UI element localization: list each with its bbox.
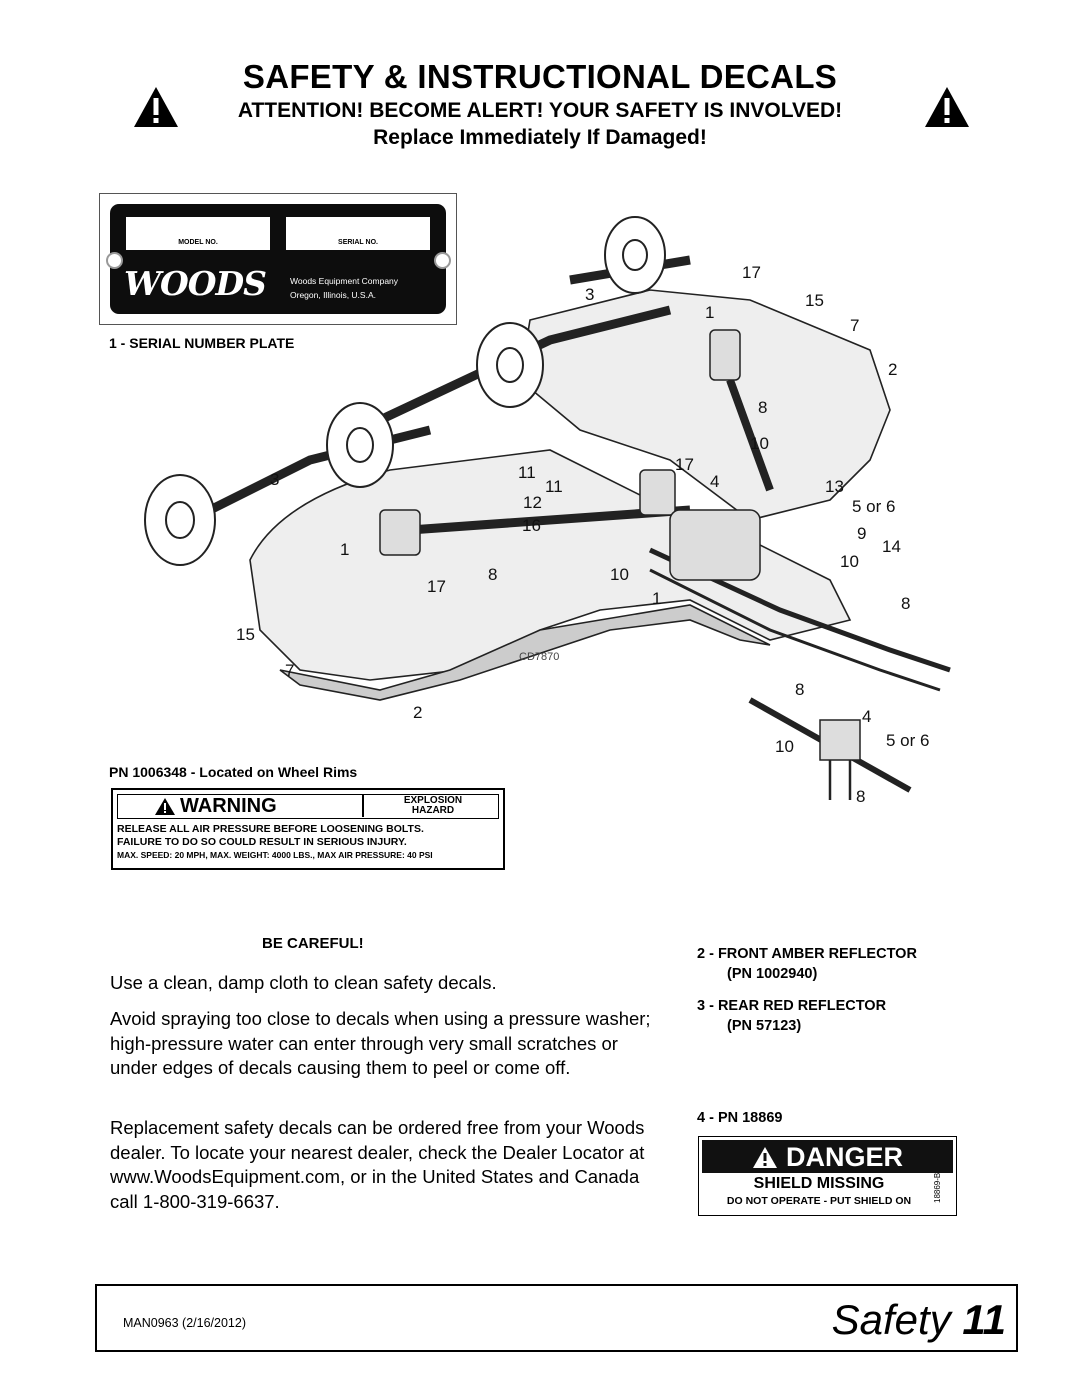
callout-label: 10	[775, 737, 794, 756]
manual-number: MAN0963 (2/16/2012)	[123, 1316, 246, 1330]
company-name: Woods Equipment Company	[290, 276, 399, 286]
callout-label: 12	[523, 493, 542, 512]
warning-message: RELEASE ALL AIR PRESSURE BEFORE LOOSENIN…	[117, 823, 499, 862]
rotary-cutter-drawing: 17 3 1 15 7 2 8 10 17 11 11 12 16 4 13 5…	[144, 216, 951, 806]
page-title: SAFETY & INSTRUCTIONAL DECALS	[242, 58, 838, 95]
callout-label: 15	[236, 625, 255, 644]
callout-label: 8	[488, 565, 497, 584]
callout-label: 3	[270, 470, 279, 489]
replace-heading: Replace Immediately If Damaged!	[373, 126, 707, 149]
serial-plate-frame	[99, 193, 457, 325]
paragraph-pressure-washer: Avoid spraying too close to decals when …	[110, 1008, 651, 1078]
mounting-hole	[106, 252, 123, 269]
callout-label: 16	[522, 516, 541, 535]
hazard-label: EXPLOSION HAZARD	[368, 796, 498, 816]
callout-label: 10	[840, 552, 859, 571]
callout-label: 14	[882, 537, 901, 556]
decal-item-2: 2 - FRONT AMBER REFLECTOR (PN 1002940)	[697, 944, 917, 984]
danger-decal-code: 18869-B	[933, 1172, 942, 1203]
callout-label: 4	[862, 707, 871, 726]
danger-signal-word: DANGER	[785, 1142, 903, 1172]
decal-item-2-pn: (PN 1002940)	[727, 966, 818, 982]
serial-number-plate: MODEL NO. SERIAL NO. WOODS Woods Equipme…	[106, 204, 451, 314]
danger-header: DANGER	[702, 1140, 953, 1173]
model-no-field: MODEL NO.	[126, 217, 270, 250]
danger-triangle-icon	[752, 1147, 777, 1168]
drawing-id: CD7870	[519, 651, 560, 663]
be-careful-heading: BE CAREFUL!	[262, 935, 364, 952]
warning-header: WARNING EXPLOSION HAZARD	[117, 794, 499, 819]
warning-signal-word: WARNING	[180, 795, 277, 817]
company-info: Woods Equipment Company Oregon, Illinois…	[290, 274, 398, 302]
callout-label: 8	[901, 594, 910, 613]
section-name: Safety	[831, 1296, 951, 1343]
warning-line-3: MAX. SPEED: 20 MPH, MAX. WEIGHT: 4000 LB…	[117, 850, 433, 860]
callout-label: 11	[545, 477, 563, 496]
company-location: Oregon, Illinois, U.S.A.	[290, 290, 376, 300]
callout-label: 15	[805, 291, 824, 310]
callout-label: 7	[850, 316, 859, 335]
callout-label: 17	[675, 455, 694, 474]
warning-line-1: RELEASE ALL AIR PRESSURE BEFORE LOOSENIN…	[117, 823, 424, 835]
paragraph-clean: Use a clean, damp cloth to clean safety …	[110, 972, 497, 993]
wheel-decal-caption: PN 1006348 - Located on Wheel Rims	[109, 764, 358, 780]
danger-line-2: DO NOT OPERATE - PUT SHIELD ON	[726, 1195, 912, 1207]
woods-logo: WOODS	[124, 264, 267, 303]
mounting-hole	[434, 252, 451, 269]
decal-item-3: 3 - REAR RED REFLECTOR (PN 57123)	[697, 996, 886, 1036]
callout-label: 10	[750, 434, 769, 453]
paragraph-replacement: Replacement safety decals can be ordered…	[110, 1117, 645, 1212]
callout-label: 8	[856, 787, 865, 806]
callout-label: 1	[340, 540, 349, 559]
callout-label: 2	[888, 360, 897, 379]
callout-label: 10	[610, 565, 629, 584]
callout-label: 17	[427, 577, 446, 596]
serial-no-field: SERIAL NO.	[286, 217, 430, 250]
callout-label: 8	[758, 398, 767, 417]
callout-label: 1	[652, 589, 661, 608]
callout-label: 5 or 6	[852, 497, 895, 516]
danger-line-1: SHIELD MISSING	[753, 1175, 885, 1192]
header-divider	[362, 795, 364, 817]
callout-label: 17	[742, 263, 761, 282]
warning-triangle-icon	[155, 798, 175, 815]
page-number: 11	[962, 1296, 1006, 1343]
danger-decal: DANGER SHIELD MISSING DO NOT OPERATE - P…	[698, 1136, 957, 1216]
attention-heading: ATTENTION! BECOME ALERT! YOUR SAFETY IS …	[237, 99, 843, 122]
callout-label: 9	[857, 524, 866, 543]
decal-item-2-name: 2 - FRONT AMBER REFLECTOR	[697, 946, 917, 962]
callout-label: 1	[705, 303, 714, 322]
callout-label: 3	[585, 285, 594, 304]
callout-label: 11	[518, 463, 536, 482]
callout-label: 7	[285, 661, 294, 680]
safety-alert-icon	[925, 87, 969, 127]
decal-item-3-pn: (PN 57123)	[727, 1018, 802, 1034]
warning-line-2: FAILURE TO DO SO COULD RESULT IN SERIOUS…	[117, 836, 407, 848]
hazard-line-2: HAZARD	[411, 805, 455, 816]
serial-plate-caption: 1 - SERIAL NUMBER PLATE	[109, 335, 295, 351]
hazard-line-1: EXPLOSION	[403, 795, 463, 806]
callout-label: 8	[795, 680, 804, 699]
footer-section: Safety 11	[832, 1296, 1006, 1344]
safety-alert-icon	[134, 87, 178, 127]
decal-item-4: 4 - PN 18869	[697, 1110, 783, 1126]
callout-label: 4	[710, 472, 719, 491]
decal-item-3-name: 3 - REAR RED REFLECTOR	[697, 998, 887, 1014]
page-footer: MAN0963 (2/16/2012) Safety 11	[95, 1284, 1018, 1352]
callout-label: 2	[413, 703, 422, 722]
warning-decal: WARNING EXPLOSION HAZARD RELEASE ALL AIR…	[111, 788, 505, 870]
callout-label: 5 or 6	[886, 731, 929, 750]
callout-label: 13	[825, 477, 844, 496]
